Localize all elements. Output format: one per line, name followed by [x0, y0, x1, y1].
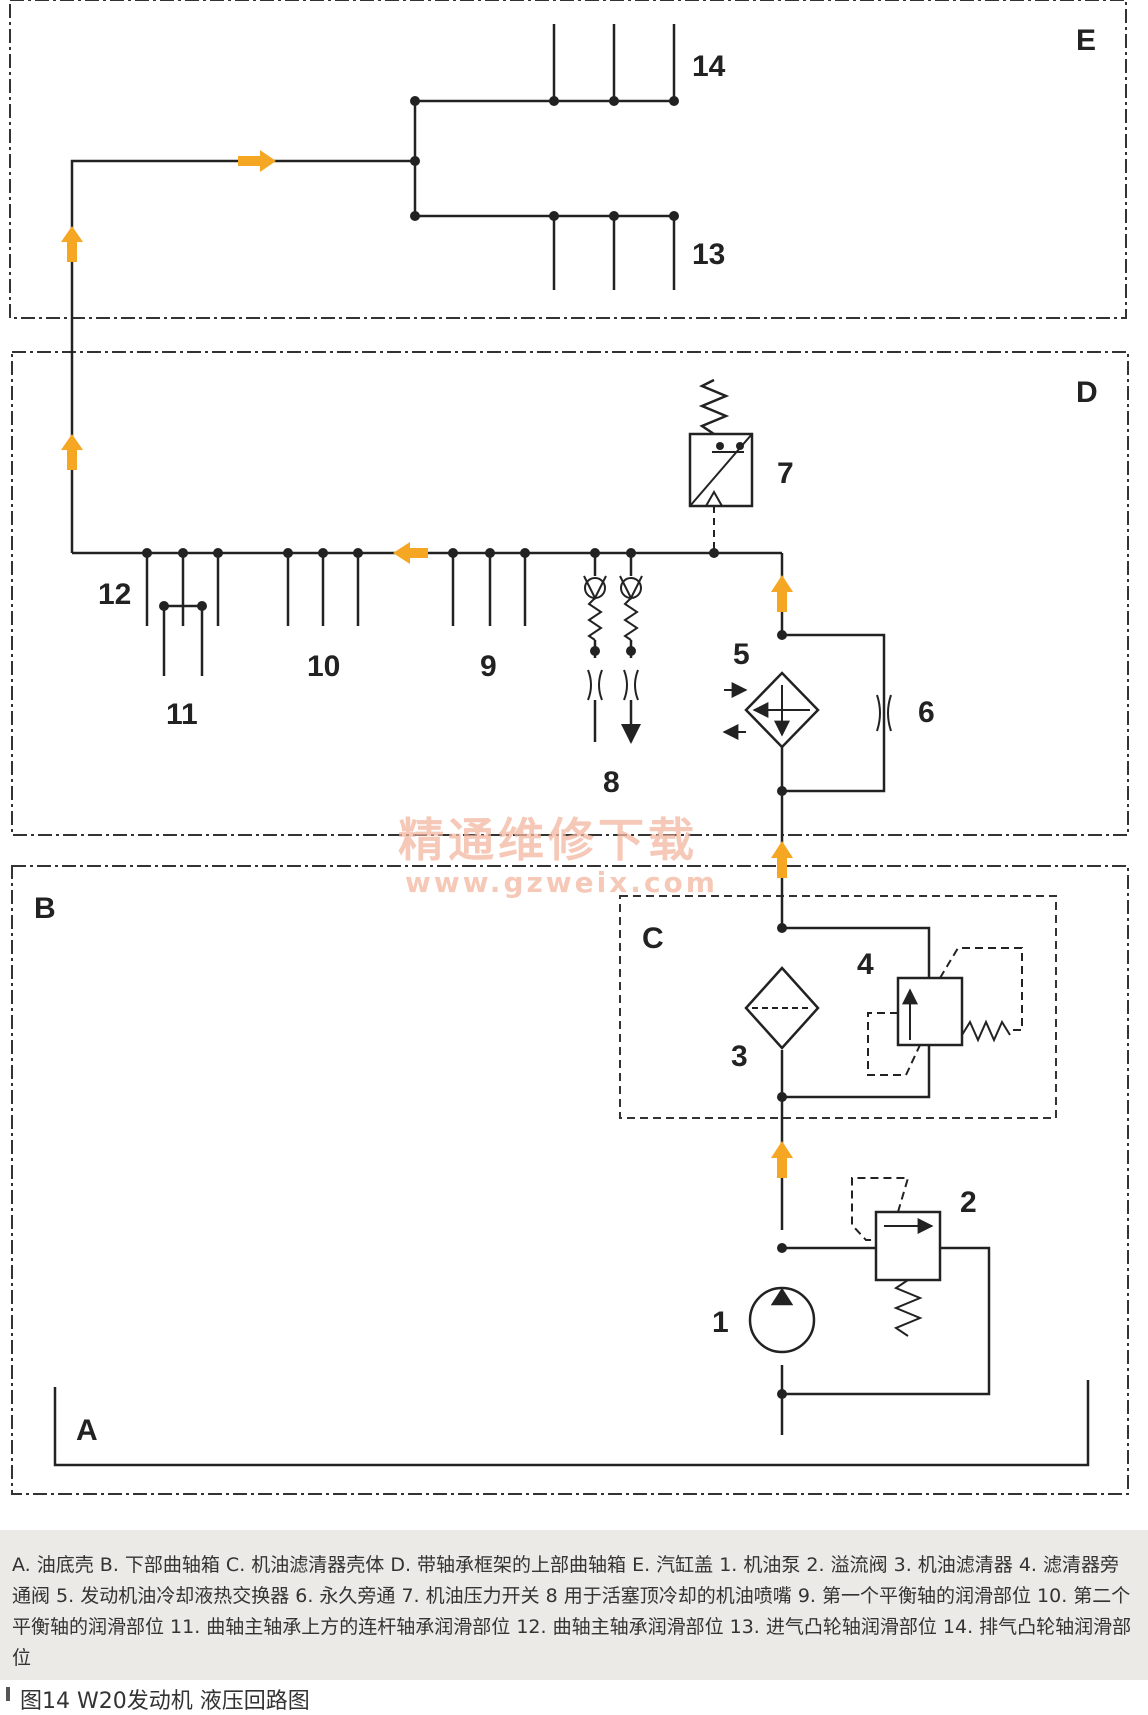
flow-arrow-left: [393, 542, 428, 564]
zone-label-B: B: [34, 892, 56, 925]
label-14: 14: [692, 50, 726, 83]
permanent-bypass-orifice: [876, 694, 892, 732]
heat-exchanger: [722, 671, 820, 747]
zone-label-A: A: [76, 1414, 98, 1447]
oil-pump: [748, 1286, 816, 1354]
label-9: 9: [480, 650, 497, 683]
flow-arrow-right: [238, 150, 276, 172]
label-2: 2: [960, 1186, 977, 1219]
zone-D-border: [11, 351, 1129, 836]
label-5: 5: [733, 638, 750, 671]
label-12: 12: [98, 578, 131, 611]
caption-panel: A. 油底壳 B. 下部曲轴箱 C. 机油滤清器壳体 D. 带轴承框架的上部曲轴…: [0, 1530, 1148, 1680]
oil-filter: [744, 966, 820, 1050]
hydraulic-circuit-diagram: E D B C A: [9, 0, 1129, 1495]
label-10: 10: [307, 650, 340, 683]
zone-B-border: [11, 865, 1129, 1495]
zone-label-C: C: [642, 922, 664, 955]
label-3: 3: [731, 1040, 748, 1073]
label-8: 8: [603, 766, 620, 799]
relief-valve: [851, 1177, 942, 1337]
flow-arrow-up: [771, 841, 793, 878]
zone-A-sump: [53, 1380, 1090, 1467]
label-1: 1: [712, 1306, 729, 1339]
label-11: 11: [166, 698, 198, 731]
filter-bypass-valve: [867, 947, 1023, 1076]
piston-cooling-nozzles: [583, 575, 643, 701]
figure-title: 图14 W20发动机 液压回路图: [20, 1689, 310, 1714]
zone-label-E: E: [1076, 24, 1096, 57]
label-13: 13: [692, 238, 725, 271]
legend-caption: A. 油底壳 B. 下部曲轴箱 C. 机油滤清器壳体 D. 带轴承框架的上部曲轴…: [12, 1554, 1132, 1669]
flow-arrows: [61, 150, 793, 1178]
zone-C-border: [619, 895, 1057, 1119]
supply-lines: [70, 24, 991, 1435]
label-4: 4: [857, 948, 874, 981]
oil-pressure-switch: [688, 378, 754, 553]
label-6: 6: [918, 696, 935, 729]
zone-E-border: [9, 0, 1127, 319]
pressure-switch-contacts: [716, 442, 744, 450]
flow-arrow-up: [61, 434, 83, 470]
zone-label-D: D: [1076, 376, 1098, 409]
title-marker: [6, 1687, 10, 1701]
flow-arrow-up: [771, 575, 793, 612]
flow-arrow-up: [771, 1141, 793, 1178]
watermark-cn: 精通维修下载: [398, 813, 698, 867]
flow-arrow-up: [61, 226, 83, 262]
label-7: 7: [777, 457, 794, 490]
junction-dots: [142, 96, 787, 1399]
watermark-url: www.gzweix.com: [405, 866, 718, 899]
